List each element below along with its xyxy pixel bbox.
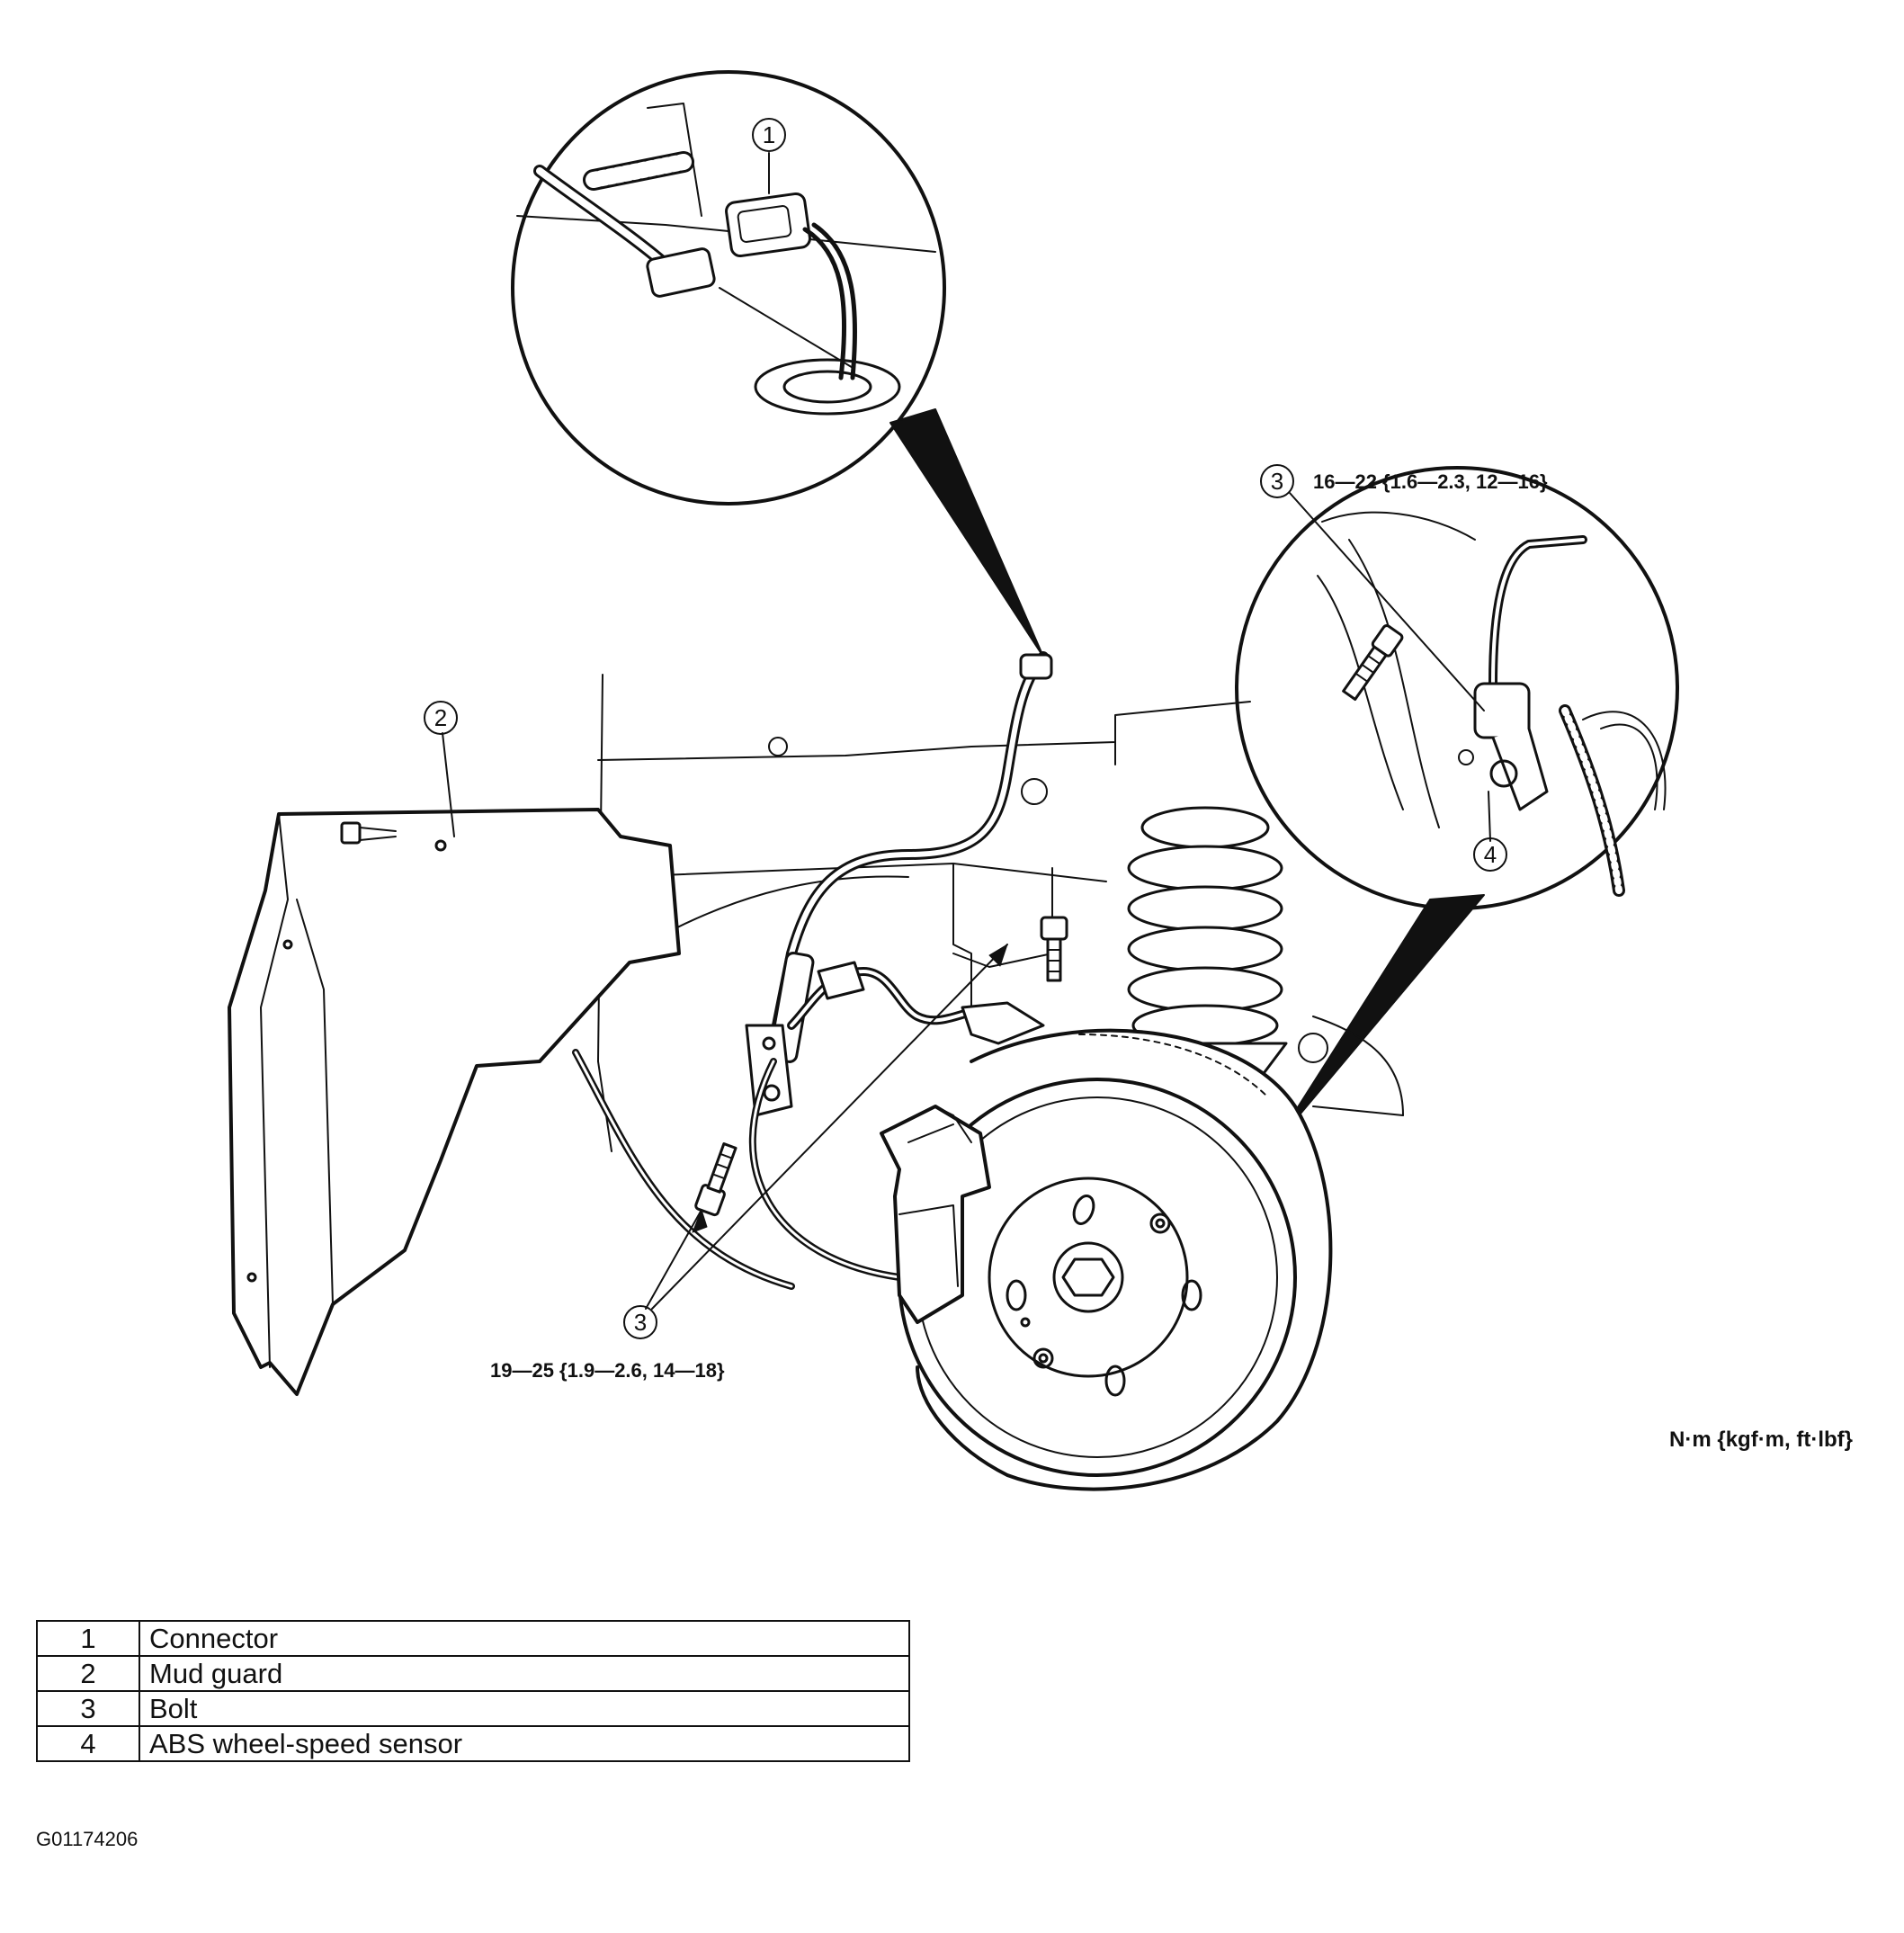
- table-row: 4 ABS wheel-speed sensor: [36, 1725, 910, 1762]
- legend-number: 1: [36, 1620, 140, 1657]
- torque-spec-upper: 16—22 {1.6—2.3, 12—16}: [1313, 470, 1548, 493]
- sensor-harness: [572, 651, 1053, 1290]
- torque-spec-lower: 19—25 {1.9—2.6, 14—18}: [490, 1359, 725, 1382]
- connector-detail-view: [511, 70, 946, 506]
- callout-3-lower: 3: [623, 1305, 657, 1339]
- torque-units: N·m {kgf·m, ft·lbf}: [1669, 1427, 1853, 1452]
- legend-number: 4: [36, 1725, 140, 1762]
- svg-text:3: 3: [1271, 468, 1283, 495]
- svg-text:1: 1: [763, 121, 775, 148]
- callout-4: 4: [1473, 837, 1507, 872]
- svg-text:3: 3: [634, 1309, 647, 1336]
- figure-id: G01174206: [36, 1828, 139, 1850]
- legend-label: Connector: [139, 1620, 910, 1657]
- sensor-detail-view: [1235, 466, 1679, 910]
- legend-number: 2: [36, 1655, 140, 1692]
- brake-disc-assembly: [880, 1028, 1333, 1491]
- svg-text:2: 2: [434, 704, 447, 731]
- legend-label: ABS wheel-speed sensor: [139, 1725, 910, 1762]
- bolt-lower-center: [1040, 916, 1068, 982]
- mud-guard: [228, 732, 681, 1396]
- callout-2: 2: [424, 701, 458, 735]
- leader-3-left: [645, 1209, 702, 1310]
- detail-pointer-right: [1272, 894, 1485, 1148]
- table-row: 1 Connector: [36, 1620, 910, 1657]
- leader-3-right: [651, 944, 1008, 1310]
- table-row: 3 Bolt: [36, 1690, 910, 1727]
- svg-text:4: 4: [1484, 841, 1497, 868]
- bolt-lower-left: [694, 1142, 737, 1217]
- table-row: 2 Mud guard: [36, 1655, 910, 1692]
- legend-label: Mud guard: [139, 1655, 910, 1692]
- legend-label: Bolt: [139, 1690, 910, 1727]
- detail-pointer-upper: [889, 408, 1044, 658]
- callout-1: 1: [752, 118, 786, 152]
- callout-3-upper: 3: [1260, 464, 1294, 498]
- parts-legend-table: 1 Connector 2 Mud guard 3 Bolt 4 ABS whe…: [36, 1620, 910, 1762]
- legend-number: 3: [36, 1690, 140, 1727]
